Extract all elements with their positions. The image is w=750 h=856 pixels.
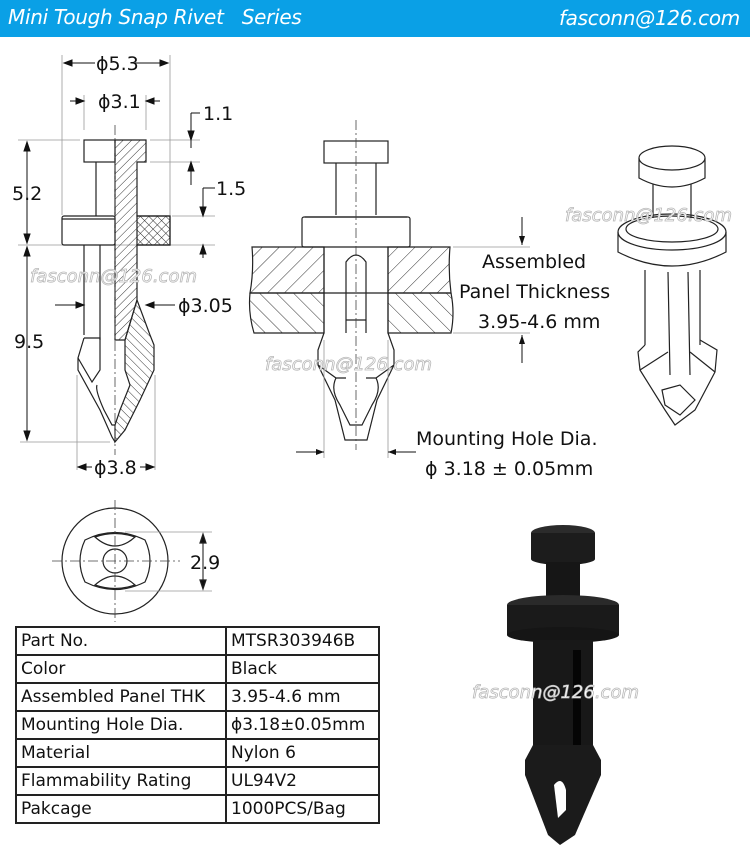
dim-head-inner-diameter: ϕ3.1 — [98, 91, 141, 113]
dim-flange-thickness: 1.5 — [216, 178, 246, 200]
dim-head-outer-diameter: ϕ5.3 — [96, 53, 139, 75]
table-row: Pakcage 1000PCS/Bag — [15, 794, 380, 824]
dim-tip-diameter: ϕ3.8 — [94, 457, 137, 479]
spec-label: Pakcage — [15, 794, 227, 824]
table-row: Flammability Rating UL94V2 — [15, 766, 380, 796]
isometric-view — [617, 145, 727, 426]
header-bar: Mini Tough Snap Rivet Series fasconn@126… — [0, 0, 750, 37]
panel-thickness-label-2: Panel Thickness — [459, 281, 610, 303]
table-row: Part No. MTSR303946B — [15, 626, 380, 656]
dim-upper-height: 5.2 — [12, 183, 42, 205]
watermark: fasconn@126.com — [472, 682, 639, 703]
product-photo — [507, 525, 619, 845]
watermark: fasconn@126.com — [265, 354, 432, 375]
panel-thickness-label-1: Assembled — [482, 251, 586, 273]
side-section-view — [18, 55, 215, 470]
dim-head-thickness: 1.1 — [203, 103, 233, 125]
table-row: Material Nylon 6 — [15, 738, 380, 768]
spec-table: Part No. MTSR303946B Color Black Assembl… — [15, 626, 380, 824]
spec-label: Assembled Panel THK — [15, 682, 227, 712]
side-dimensions — [23, 59, 215, 471]
series-title: Mini Tough Snap Rivet Series — [8, 5, 302, 29]
spec-value: UL94V2 — [225, 766, 380, 796]
spec-value: 1000PCS/Bag — [225, 794, 380, 824]
contact-email: fasconn@126.com — [558, 6, 740, 30]
dim-slot-width: 2.9 — [190, 552, 220, 574]
spec-label: Flammability Rating — [15, 766, 227, 796]
technical-drawing: ϕ5.3 ϕ3.1 1.1 5.2 1.5 ϕ3.05 9.5 ϕ3.8 2.9 — [12, 53, 732, 845]
spec-label: Color — [15, 654, 227, 684]
mounting-hole-label: Mounting Hole Dia. — [416, 428, 597, 450]
dim-lower-height: 9.5 — [14, 331, 44, 353]
mounting-hole-value: ϕ 3.18 ± 0.05mm — [425, 458, 593, 480]
table-row: Mounting Hole Dia. ϕ3.18±0.05mm — [15, 710, 380, 740]
spec-value: 3.95-4.6 mm — [225, 682, 380, 712]
assembly-view — [248, 120, 530, 458]
spec-value: Black — [225, 654, 380, 684]
panel-thickness-value: 3.95-4.6 mm — [478, 311, 600, 333]
end-view — [52, 500, 212, 622]
spec-value: MTSR303946B — [225, 626, 380, 656]
spec-label: Part No. — [15, 626, 227, 656]
table-row: Color Black — [15, 654, 380, 684]
spec-label: Mounting Hole Dia. — [15, 710, 227, 740]
spec-label: Material — [15, 738, 227, 768]
watermark: fasconn@126.com — [565, 205, 732, 226]
watermark: fasconn@126.com — [30, 266, 197, 287]
table-row: Assembled Panel THK 3.95-4.6 mm — [15, 682, 380, 712]
dim-shank-diameter: ϕ3.05 — [178, 295, 233, 317]
spec-value: Nylon 6 — [225, 738, 380, 768]
spec-value: ϕ3.18±0.05mm — [225, 710, 380, 740]
